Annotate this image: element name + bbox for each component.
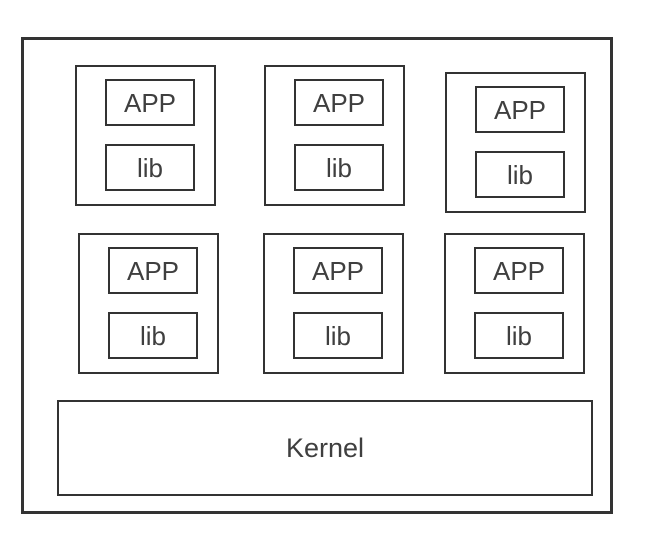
- app-box: APP: [293, 247, 383, 294]
- process-group-6: APP lib: [444, 233, 585, 374]
- lib-box: lib: [105, 144, 195, 191]
- process-group-3: APP lib: [445, 72, 586, 213]
- app-box: APP: [105, 79, 195, 126]
- process-group-2: APP lib: [264, 65, 405, 206]
- app-label: APP: [311, 255, 365, 286]
- system-boundary-box: APP lib APP lib APP lib APP: [21, 37, 613, 514]
- kernel-label: Kernel: [285, 432, 365, 463]
- process-group-5: APP lib: [263, 233, 404, 374]
- app-label: APP: [126, 255, 180, 286]
- process-group-4: APP lib: [78, 233, 219, 374]
- kernel-box: Kernel: [57, 400, 593, 496]
- lib-box: lib: [294, 144, 384, 191]
- lib-label: lib: [324, 320, 351, 351]
- app-box: APP: [474, 247, 564, 294]
- app-box: APP: [108, 247, 198, 294]
- lib-box: lib: [474, 312, 564, 359]
- app-box: APP: [294, 79, 384, 126]
- lib-label: lib: [136, 152, 163, 183]
- process-group-1: APP lib: [75, 65, 216, 206]
- lib-box: lib: [293, 312, 383, 359]
- app-box: APP: [475, 86, 565, 133]
- lib-box: lib: [475, 151, 565, 198]
- app-label: APP: [312, 87, 366, 118]
- lib-label: lib: [505, 320, 532, 351]
- lib-label: lib: [506, 159, 533, 190]
- lib-label: lib: [139, 320, 166, 351]
- app-label: APP: [123, 87, 177, 118]
- app-label: APP: [492, 255, 546, 286]
- lib-box: lib: [108, 312, 198, 359]
- app-label: APP: [493, 94, 547, 125]
- lib-label: lib: [325, 152, 352, 183]
